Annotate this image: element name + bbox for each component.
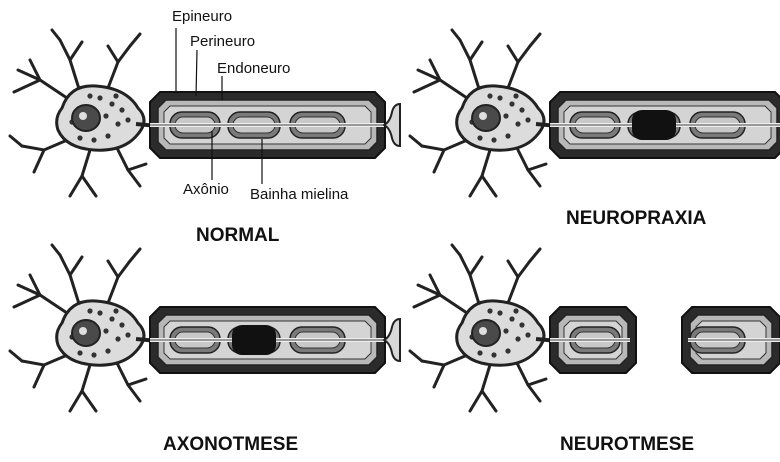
axon-terminal	[384, 319, 400, 361]
axon-terminal	[384, 104, 400, 146]
neuron-cell-body	[10, 30, 158, 196]
demyelination-lesion	[632, 110, 676, 140]
title-neurotmese: NEUROTMESE	[560, 434, 694, 456]
title-normal: NORMAL	[196, 225, 279, 247]
panel-normal	[10, 30, 400, 196]
nerve-fiber	[150, 307, 400, 373]
title-axonotmese: AXONOTMESE	[163, 434, 298, 456]
panel-neurotmese	[410, 245, 780, 411]
label-epineuro: Epineuro	[172, 8, 232, 25]
axon-lesion	[232, 325, 276, 355]
title-neuropraxia: NEUROPRAXIA	[566, 208, 706, 230]
label-bainha-mielina: Bainha mielina	[250, 186, 348, 203]
nerve-fiber	[550, 92, 780, 158]
nerve-fiber	[150, 92, 400, 158]
neuron-cell-body	[10, 245, 158, 411]
neuron-cell-body	[410, 245, 558, 411]
panel-axonotmese	[10, 245, 400, 411]
neuron-cell-body	[410, 30, 558, 196]
panel-neuropraxia	[410, 30, 780, 196]
nerve-fiber	[550, 307, 780, 373]
label-axonio: Axônio	[183, 181, 229, 198]
label-endoneuro: Endoneuro	[217, 60, 290, 77]
label-perineuro: Perineuro	[190, 33, 255, 50]
